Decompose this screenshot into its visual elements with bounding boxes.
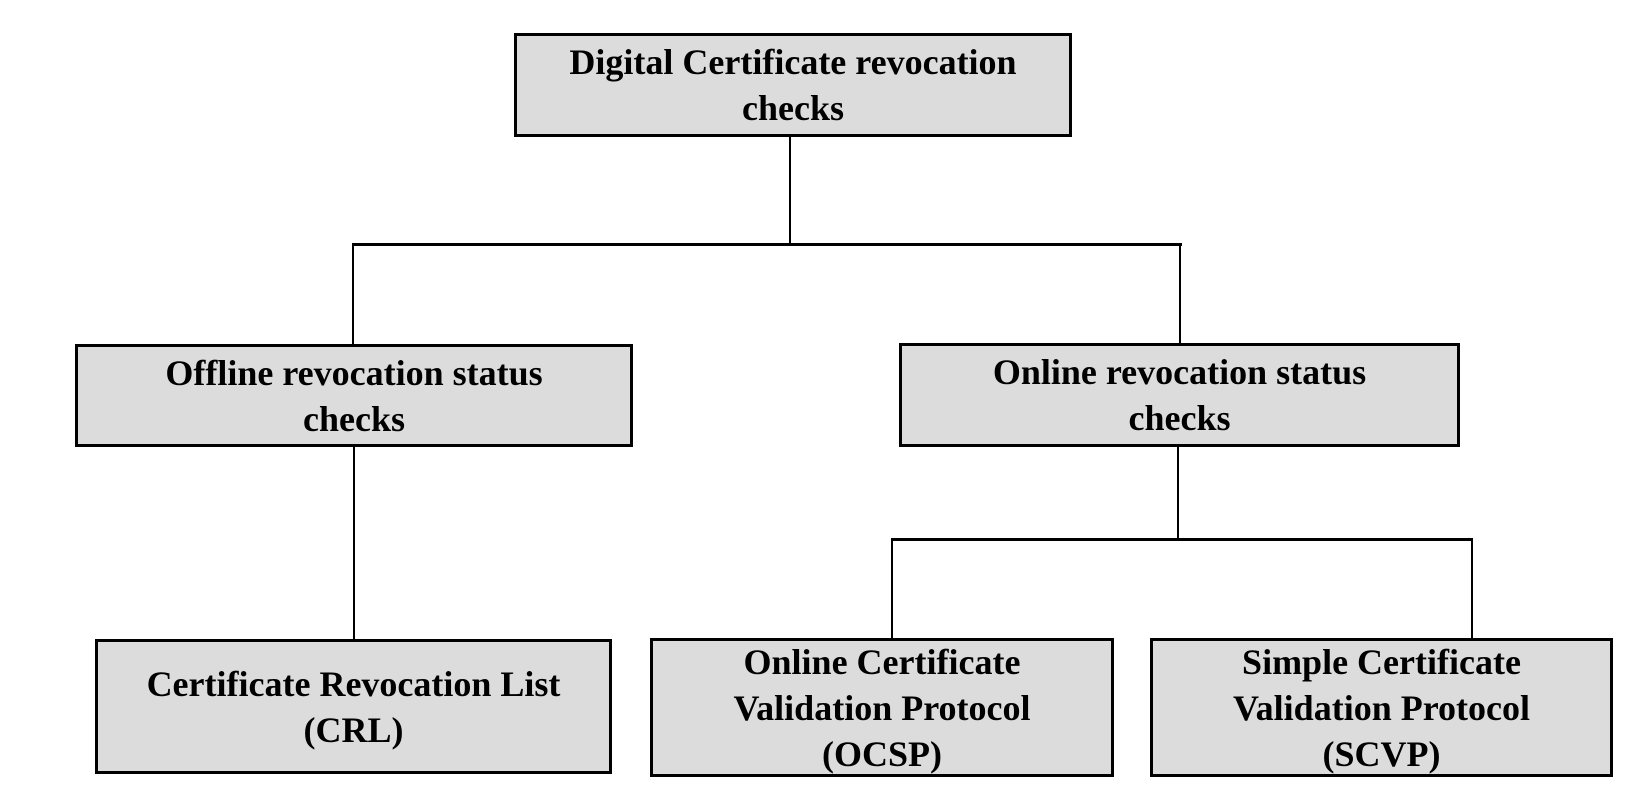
- node-label-line: Simple Certificate: [1242, 641, 1521, 682]
- node-label-line: Online Certificate: [743, 641, 1021, 682]
- connector-online-drop: [1179, 243, 1181, 343]
- node-label-line: (SCVP): [1322, 733, 1441, 774]
- node-label-line: checks: [303, 398, 405, 439]
- node-label-line: Certificate Revocation List: [146, 663, 561, 704]
- node-label-line: checks: [1128, 398, 1231, 438]
- node-label-line: Online revocation status: [992, 352, 1367, 392]
- node-certificate-revocation-list: Certificate Revocation List (CRL): [95, 639, 612, 774]
- connector-scvp-drop: [1471, 538, 1473, 638]
- connector-root-drop: [789, 137, 791, 246]
- node-label-line: (OCSP): [822, 733, 942, 774]
- node-label-line: checks: [742, 88, 844, 128]
- connector-ocsp-drop: [891, 538, 893, 638]
- node-label-line: (CRL): [303, 709, 404, 750]
- connector-offline-drop: [352, 243, 354, 344]
- node-label-line: Validation Protocol: [1232, 687, 1531, 728]
- connector-offline-to-crl: [353, 447, 355, 639]
- node-digital-certificate-revocation-checks: Digital Certificate revocation checks: [514, 33, 1072, 137]
- connector-level1-horizontal: [352, 243, 1182, 246]
- node-label-line: Digital Certificate revocation: [569, 42, 1017, 82]
- node-label-line: Validation Protocol: [733, 687, 1031, 728]
- node-simple-certificate-validation-protocol: Simple Certificate Validation Protocol (…: [1150, 638, 1613, 777]
- node-online-revocation-status-checks: Online revocation status checks: [899, 343, 1460, 447]
- connector-online-branch-drop: [1177, 447, 1179, 541]
- connector-level2-horizontal: [891, 538, 1473, 541]
- node-offline-revocation-status-checks: Offline revocation status checks: [75, 344, 633, 447]
- node-online-certificate-validation-protocol: Online Certificate Validation Protocol (…: [650, 638, 1114, 777]
- node-label-line: Offline revocation status: [165, 352, 543, 393]
